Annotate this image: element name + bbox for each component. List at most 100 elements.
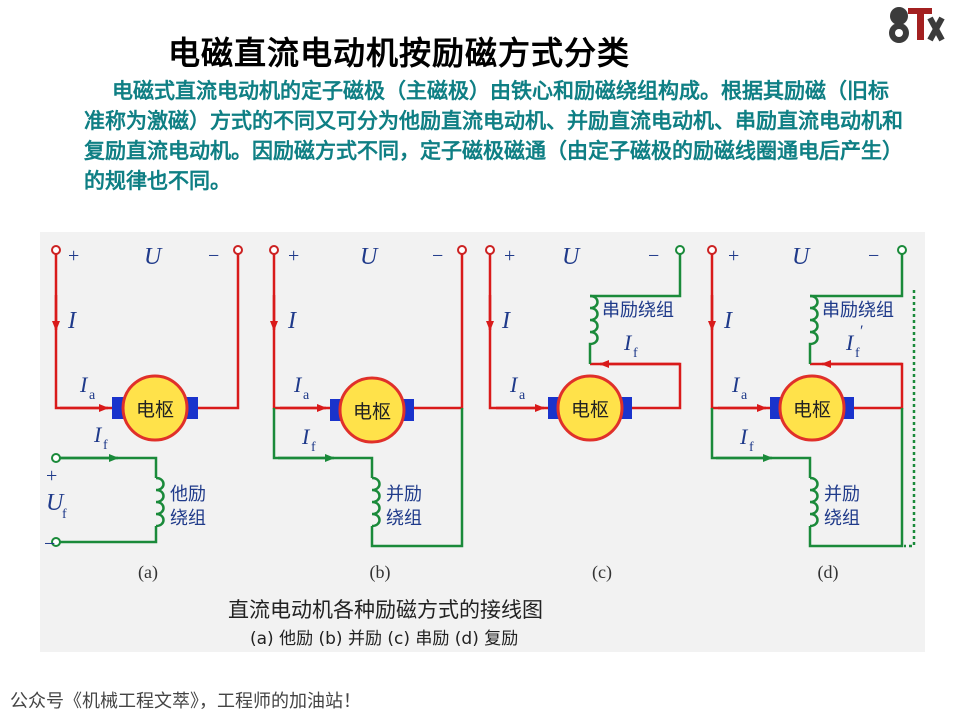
field-current-subscript: f [311, 440, 316, 455]
terminal-minus [457, 245, 467, 255]
field-wire [810, 254, 904, 298]
panel-d-compound: + U − I 串励绕组 I f ′ I a 电枢 I f 并励 绕组 (d) [707, 244, 916, 583]
field-current-subscript: f [633, 346, 638, 361]
field-minus-sign: − [44, 533, 55, 555]
field-terminal-plus [51, 453, 61, 463]
plus-sign: + [728, 245, 739, 267]
winding-label: 并励 [386, 484, 422, 505]
field-terminal-minus [51, 537, 61, 547]
plus-sign: + [68, 245, 79, 267]
field-wire [808, 408, 904, 548]
series-winding-label: 串励绕组 [822, 300, 894, 321]
panel-label: (b) [370, 562, 391, 583]
armature [121, 374, 189, 442]
minus-sign: − [208, 245, 219, 267]
voltage-label: U [144, 244, 163, 270]
ot-logo-icon [889, 7, 945, 43]
armature [338, 376, 406, 444]
field-current-label: I [93, 422, 103, 447]
winding-label: 并励 [824, 484, 860, 505]
field-current-subscript: f [749, 440, 754, 455]
armature-label: 电枢 [793, 399, 831, 421]
wire [272, 252, 330, 410]
terminal-minus [675, 245, 685, 255]
voltage-label: U [360, 244, 379, 270]
winding-label: 绕组 [824, 508, 860, 529]
field-current-subscript: f [855, 346, 860, 361]
current-label: I [723, 308, 733, 334]
current-label: I [67, 308, 77, 334]
brush-right [186, 397, 198, 419]
field-winding [371, 476, 381, 528]
wire [710, 252, 772, 410]
armature-current-label: I [79, 372, 89, 397]
armature-current-label: I [293, 372, 303, 397]
dotted-connection [904, 290, 916, 548]
panel-a-separately-excited: + U − I I a 电枢 I f + U f − 他励 绕组 (a) [44, 244, 243, 583]
terminal-minus [233, 245, 243, 255]
series-winding [588, 294, 599, 364]
prime-mark: ′ [860, 323, 864, 340]
terminal-plus [269, 245, 279, 255]
armature-label: 电枢 [353, 401, 391, 423]
intro-text: 电磁式直流电动机的定子磁极（主磁极）由铁心和励磁绕组构成。根据其励磁（旧标准称为… [84, 78, 903, 193]
plus-sign: + [504, 245, 515, 267]
wire [198, 252, 240, 410]
field-wire [60, 456, 158, 478]
panel-c-series: + U − I 串励绕组 I f I a 电枢 (c) [485, 244, 685, 583]
field-voltage-label: U [46, 490, 65, 516]
winding-label: 他励 [170, 484, 206, 505]
terminal-minus [897, 245, 907, 255]
field-current-prime-label: I [845, 330, 855, 355]
minus-sign: − [868, 245, 879, 267]
wire [488, 252, 550, 410]
intro-paragraph: 电磁式直流电动机的定子磁极（主磁极）由铁心和励磁绕组构成。根据其励磁（旧标准称为… [84, 76, 904, 228]
minus-sign: − [432, 245, 443, 267]
series-winding [808, 294, 819, 364]
footer-text: 公众号《机械工程文萃》，工程师的加油站！ [10, 691, 361, 712]
field-current-label: I [301, 424, 311, 449]
field-wire [60, 526, 158, 544]
armature-label: 电枢 [571, 399, 609, 421]
field-winding [809, 476, 819, 528]
armature [556, 374, 624, 442]
armature-label: 电枢 [136, 399, 174, 421]
field-wire [370, 408, 464, 548]
field-current-subscript: f [103, 438, 108, 453]
field-current-label: I [739, 424, 749, 449]
armature [778, 374, 846, 442]
field-current-label: I [623, 330, 633, 355]
panel-label: (c) [592, 562, 612, 583]
field-plus-sign: + [46, 465, 57, 487]
diagram-subcaption: (a) 他励 (b) 并励 (c) 串励 (d) 复励 [250, 629, 519, 649]
series-winding-label: 串励绕组 [602, 300, 674, 321]
slide-title: 电磁直流电动机按励磁方式分类 [168, 34, 631, 72]
panel-label: (d) [818, 562, 839, 583]
voltage-label: U [562, 244, 581, 270]
terminal-plus [51, 245, 61, 255]
terminal-plus [707, 245, 717, 255]
current-label: I [287, 308, 297, 334]
diagram-caption: 直流电动机各种励磁方式的接线图 [228, 598, 543, 622]
winding-label: 绕组 [170, 508, 206, 529]
panel-label: (a) [138, 562, 158, 583]
armature-current-subscript: a [303, 388, 310, 403]
armature-current-subscript: a [741, 388, 748, 403]
voltage-label: U [792, 244, 811, 270]
terminal-plus [485, 245, 495, 255]
figure-background [40, 232, 925, 652]
field-voltage-subscript: f [62, 507, 67, 522]
plus-sign: + [288, 245, 299, 267]
panel-b-shunt: + U − I I a 电枢 I f 并励 绕组 (b) [269, 244, 467, 583]
winding-label: 绕组 [386, 508, 422, 529]
armature-current-subscript: a [89, 388, 96, 403]
armature-current-subscript: a [519, 388, 526, 403]
armature-current-label: I [731, 372, 741, 397]
minus-sign: − [648, 245, 659, 267]
brush-left [112, 397, 124, 419]
current-label: I [501, 308, 511, 334]
wire [414, 252, 464, 410]
armature-current-label: I [509, 372, 519, 397]
field-winding [155, 476, 165, 528]
